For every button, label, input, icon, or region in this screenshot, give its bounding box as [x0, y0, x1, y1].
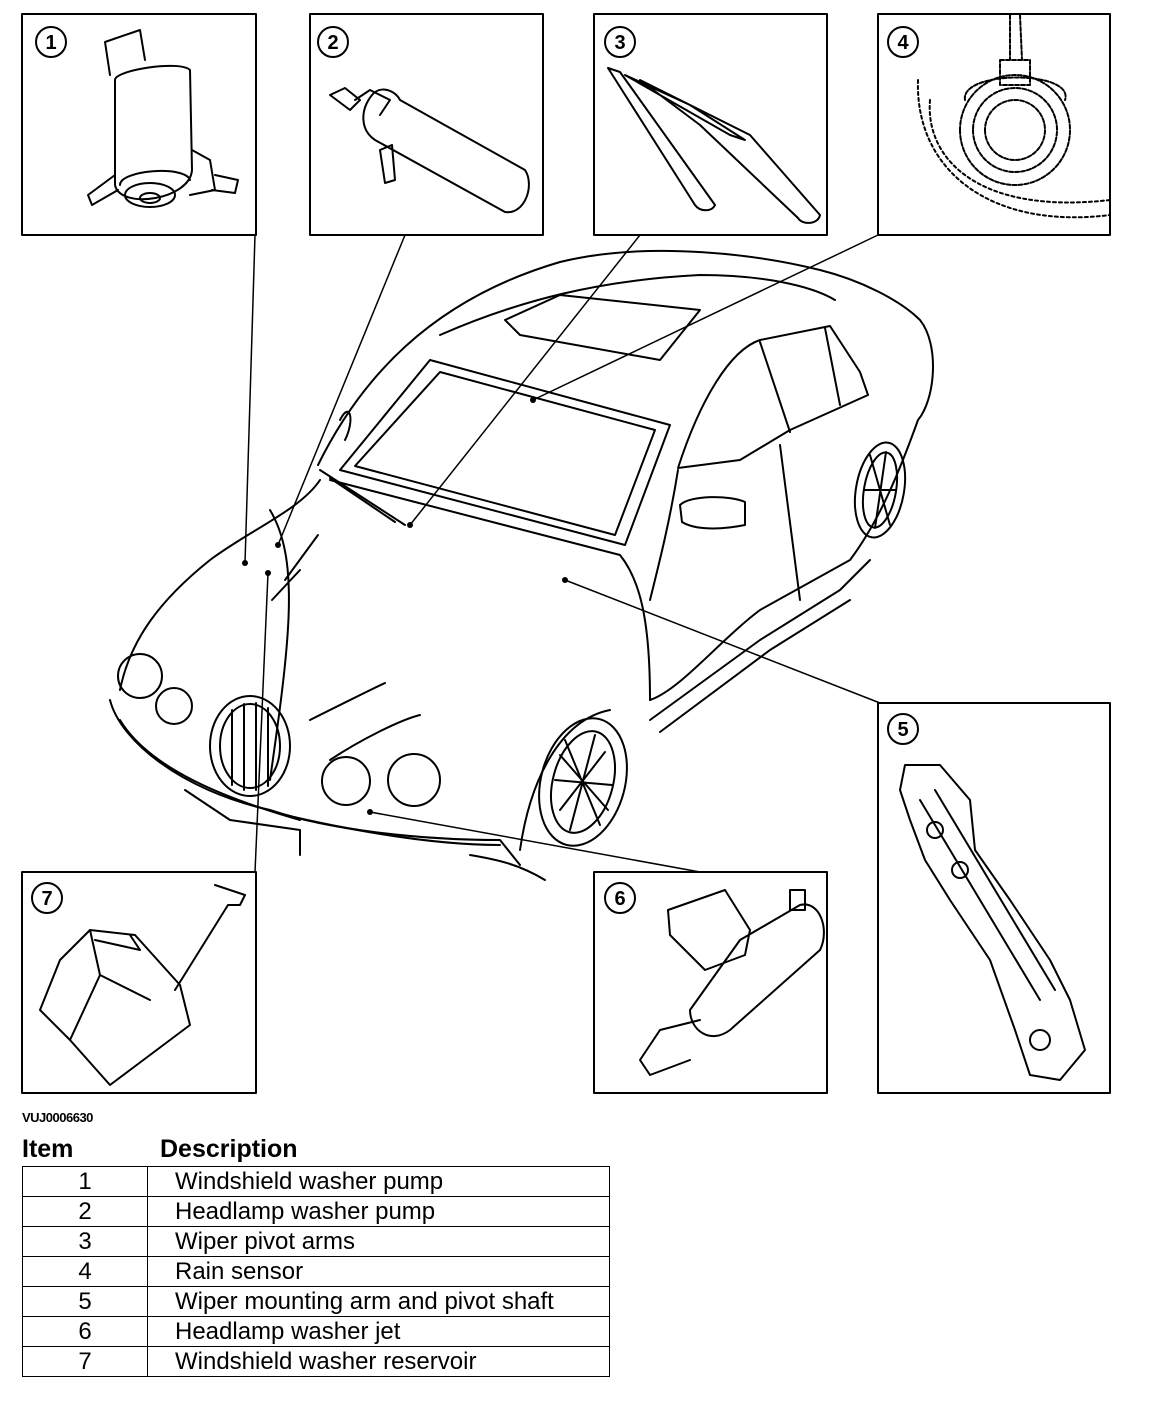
legend-item-description: Windshield washer reservoir	[147, 1346, 610, 1377]
car-illustration	[109, 249, 934, 881]
legend-item-description: Headlamp washer pump	[147, 1196, 610, 1227]
legend-row: 4 Rain sensor	[22, 1256, 610, 1287]
legend-item-number: 7	[22, 1346, 148, 1377]
legend-item-number: 4	[22, 1256, 148, 1287]
legend-item-description: Headlamp washer jet	[147, 1316, 610, 1347]
callout-3: 3	[614, 32, 625, 54]
washer-reservoir-illustration	[39, 884, 246, 1086]
legend-row: 7 Windshield washer reservoir	[22, 1346, 610, 1377]
legend-header-item: Item	[22, 1135, 74, 1163]
washer-pump-illustration	[87, 29, 239, 208]
figure-id: VUJ0006630	[22, 1110, 93, 1125]
headlamp-pump-illustration	[329, 87, 530, 214]
callout-4: 4	[897, 32, 909, 54]
legend-item-description: Rain sensor	[147, 1256, 610, 1287]
rain-sensor-illustration	[959, 14, 1071, 186]
legend-row: 3 Wiper pivot arms	[22, 1226, 610, 1257]
detail-box-3	[593, 13, 828, 236]
wiper-mounting-arm-illustration	[899, 764, 1086, 1081]
legend-item-number: 6	[22, 1316, 148, 1347]
callout-5: 5	[897, 719, 908, 741]
detail-box-6	[593, 871, 828, 1094]
detail-box-4	[877, 13, 1111, 236]
detail-box-7	[21, 871, 257, 1094]
detail-box-2	[309, 13, 544, 236]
callout-7: 7	[41, 888, 52, 910]
leader-lines	[244, 234, 881, 873]
detail-box-5	[877, 702, 1111, 1094]
headlamp-washer-jet-illustration	[639, 889, 825, 1076]
legend-item-description: Wiper mounting arm and pivot shaft	[147, 1286, 610, 1317]
callout-6: 6	[614, 888, 625, 910]
detail-box-1	[21, 13, 257, 236]
legend-row: 1 Windshield washer pump	[22, 1166, 610, 1197]
legend-item-description: Wiper pivot arms	[147, 1226, 610, 1257]
callout-labels: 1 2 3 4 5 6 7	[41, 32, 909, 910]
legend-row: 5 Wiper mounting arm and pivot shaft	[22, 1286, 610, 1317]
legend-table: 1 Windshield washer pump 2 Headlamp wash…	[22, 1166, 610, 1377]
legend-header-description: Description	[160, 1135, 298, 1163]
legend-row: 6 Headlamp washer jet	[22, 1316, 610, 1347]
callout-1: 1	[45, 32, 56, 54]
legend-item-description: Windshield washer pump	[147, 1166, 610, 1197]
legend: Item Description 1 Windshield washer pum…	[22, 1134, 610, 1377]
legend-header: Item Description	[22, 1134, 610, 1164]
legend-item-number: 1	[22, 1166, 148, 1197]
leader-dots	[242, 397, 568, 815]
callout-2: 2	[327, 32, 338, 54]
legend-item-number: 5	[22, 1286, 148, 1317]
legend-row: 2 Headlamp washer pump	[22, 1196, 610, 1227]
wiper-arms-illustration	[607, 67, 821, 224]
component-location-diagram: 1 2 3 4 5 6 7	[21, 13, 1111, 1094]
legend-item-number: 2	[22, 1196, 148, 1227]
legend-item-number: 3	[22, 1226, 148, 1257]
